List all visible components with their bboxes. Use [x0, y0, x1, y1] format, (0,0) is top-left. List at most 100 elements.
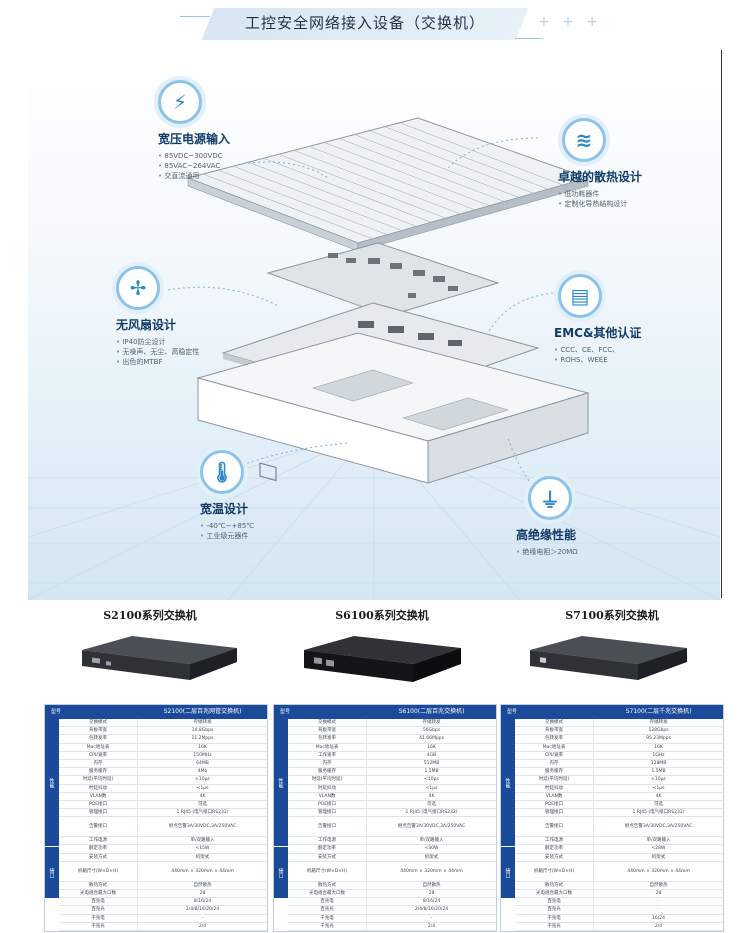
- spec-row-value: 8/16/24: [193, 899, 212, 905]
- ground-icon: ⏚: [528, 476, 572, 520]
- spec-row-key: VLAN数: [515, 792, 595, 800]
- spec-row-key: POE接口: [515, 800, 595, 809]
- spec-row: 额定功率<28W: [515, 845, 723, 854]
- spec-row: 安装方式 机架式: [59, 853, 267, 862]
- spec-row-key: 千兆光: [59, 922, 139, 930]
- spec-row-value: 150MHz: [193, 752, 212, 758]
- product-title: S2100系列交换机: [103, 609, 197, 622]
- spec-row: 告警接口 继点告警3A/30VDC,3A/250VAC: [288, 817, 496, 838]
- spec-row-value: 1.5MB: [424, 769, 439, 775]
- spec-row-key: CPU速率: [59, 751, 139, 759]
- feature-power-item: 85VDC~300VDC: [158, 151, 230, 161]
- spec-row-key: 机箱尺寸(W×D×H): [288, 861, 368, 881]
- spec-row-key: 千兆光: [515, 922, 595, 930]
- thermometer-icon: 🌡: [200, 450, 244, 494]
- feature-temperature: 🌡 宽温设计 -40℃~+85℃ 工业级元器件: [200, 450, 254, 541]
- spec-row-key: 交换模式: [288, 719, 368, 727]
- spec-row: 背板带宽 56Gbps: [288, 727, 496, 736]
- spec-row-value: 4Mb: [197, 769, 208, 775]
- spec-row-value: 440mm × 320mm × 44mm: [171, 868, 234, 874]
- spec-row-key: 安装方式: [515, 853, 595, 861]
- spec-row-key: 内存: [288, 759, 368, 768]
- spec-row-key: 机箱尺寸(W×D×H): [59, 861, 139, 881]
- spec-row-key: 工作速率: [288, 751, 368, 759]
- spec-side-label: 接口: [501, 847, 515, 899]
- heat-sink-icon: ≋: [562, 118, 606, 162]
- spec-row-value: 单/双路输入: [646, 838, 671, 844]
- spec-side-label: 接口: [274, 847, 288, 899]
- spec-row-value: 单/双路输入: [419, 838, 444, 844]
- heat-sink-cover: [186, 117, 590, 252]
- spec-row-key: 背板带宽: [288, 727, 368, 735]
- spec-row-key: 告警接口: [515, 817, 595, 837]
- spec-row: 散热方式自然散热: [288, 881, 496, 890]
- spec-row-value: <15W: [195, 846, 210, 852]
- spec-row-value: 继点告警3A/30VDC,3A/250VAC: [624, 824, 693, 830]
- feature-power-item: 85VAC~264VAC: [158, 161, 230, 171]
- spec-row-value: 2/4: [198, 923, 207, 929]
- chassis-base: [196, 332, 590, 484]
- spec-row-value: -: [657, 907, 660, 913]
- spec-row-value: 8/16/24: [422, 899, 441, 905]
- feature-temp-title: 宽温设计: [200, 502, 249, 516]
- spec-row-key: 告警接口: [288, 817, 368, 837]
- spec-row-key: CPU速率: [515, 751, 595, 759]
- feature-emc: ▤ EMC&其他认证 CCC、CE、FCC、 ROHS、WEEE: [554, 274, 641, 365]
- spec-side-label: 性能: [45, 719, 59, 847]
- spec-row-value: 存储转发: [649, 720, 668, 725]
- spec-row-key: 时延(平均时延): [288, 776, 368, 784]
- spec-table-header: 型号 S7100(二层千兆交换机): [501, 705, 723, 719]
- spec-row-key: 百兆电: [515, 898, 595, 906]
- spec-row: POE接口 可选: [515, 800, 723, 810]
- spec-row-value: 28: [428, 891, 435, 896]
- spec-row-value: 56Gbps: [422, 728, 441, 734]
- device-image-s6100: [304, 636, 461, 682]
- spec-row-key: 工作电源: [59, 837, 139, 845]
- spec-row: 时延(平均时延)<10μs: [59, 776, 267, 785]
- spec-row-value: 单/双路输入: [190, 838, 215, 844]
- feature-fanless-list: IP40防尘设计 无噪声、无尘、高稳定性 出色的MTBF: [116, 337, 199, 367]
- spec-row-key: 服务缓存: [515, 768, 595, 776]
- spec-row-value: 继点告警3A/30VDC,3A/250VAC: [397, 824, 466, 830]
- feature-fanless: ✢ 无风扇设计 IP40防尘设计 无噪声、无尘、高稳定性 出色的MTBF: [116, 266, 199, 367]
- product-s6100-heading: S6100系列交换机: [262, 607, 502, 623]
- spec-row-key: 内存: [59, 759, 139, 768]
- spec-row: 光电组合最大口数 28: [288, 890, 496, 899]
- spec-row-key: 百兆光: [59, 906, 139, 914]
- spec-row-value: 自然散热: [649, 882, 668, 888]
- spec-row: 散热方式自然散热: [515, 881, 723, 890]
- spec-row-key: 安装方式: [59, 853, 139, 861]
- feature-fanless-item: IP40防尘设计: [116, 337, 199, 347]
- device-image-s2100: [82, 636, 237, 680]
- spec-row-value: 机架式: [195, 854, 210, 860]
- spec-row-key: 百兆光: [288, 906, 368, 914]
- spec-row-key: 散热方式: [59, 881, 139, 889]
- spec-row-value: 11.2Mpps: [191, 736, 214, 742]
- spec-row-key: POE接口: [288, 800, 368, 809]
- spec-row-value: 可选: [654, 801, 663, 807]
- spec-row-value: 16K: [198, 744, 207, 750]
- spec-row-key: 光电组合最大口数: [288, 890, 368, 898]
- feature-emc-title: EMC&其他认证: [554, 326, 642, 340]
- spec-row-key: 包转发率: [288, 735, 368, 743]
- spec-row-key: 管理接口: [59, 809, 139, 817]
- spec-row-key: 背板带宽: [59, 727, 139, 735]
- header-line-left: [180, 16, 210, 17]
- spec-row-value: 2/4: [427, 923, 436, 929]
- power-plug-icon: ⚡: [158, 80, 202, 124]
- feature-power-item: 交直流通用: [158, 171, 230, 181]
